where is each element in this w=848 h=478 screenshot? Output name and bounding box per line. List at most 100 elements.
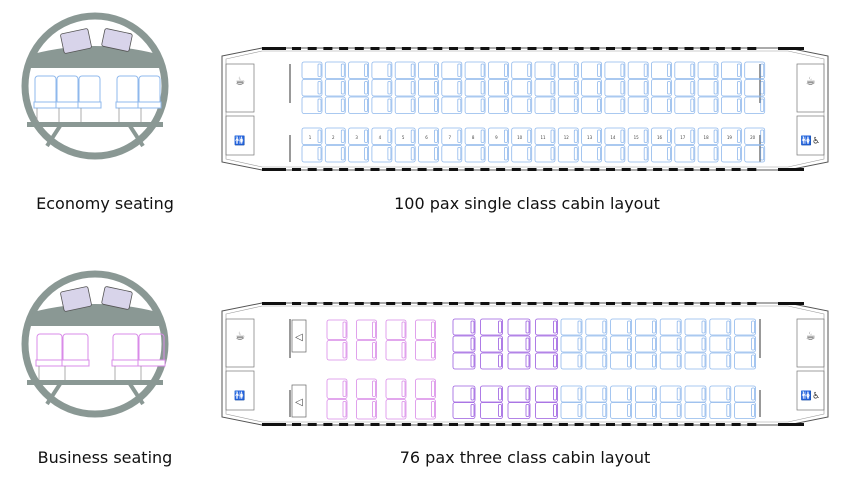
economy-seat: [464, 79, 486, 97]
seat-back: [401, 342, 406, 359]
floor: [27, 380, 163, 385]
three-class-layout-caption: 76 pax three class cabin layout: [399, 448, 651, 467]
seat-cushion: [418, 61, 439, 79]
seat-cushion: [585, 352, 608, 370]
window: [543, 423, 553, 426]
window: [684, 47, 694, 50]
seat-cushion: [441, 61, 463, 79]
seat-back: [726, 387, 731, 401]
economy-seat: [441, 145, 463, 163]
seat-back: [667, 63, 671, 77]
row-number: 3: [355, 135, 358, 140]
seat-cushion: [535, 318, 558, 336]
seat-cushion: [604, 79, 626, 97]
seat-back: [527, 98, 532, 112]
seat-cushion: [324, 127, 346, 145]
premium-seat: [535, 402, 558, 419]
seat-back: [713, 129, 718, 143]
seat-cushion: [324, 96, 346, 114]
seat-cushion: [371, 145, 393, 163]
wardrobe-box: [291, 319, 307, 353]
window: [354, 423, 364, 426]
economy-seat: [659, 318, 682, 336]
seat-back: [713, 98, 718, 112]
window: [323, 423, 333, 426]
seat-back: [676, 404, 681, 417]
seat-cushion: [560, 352, 583, 370]
seat-cushion: [627, 127, 649, 145]
seat-back: [527, 129, 532, 143]
seat-cushion: [441, 79, 463, 97]
window: [480, 168, 490, 171]
economy-seat: [581, 61, 602, 79]
seat-cushion: [137, 359, 166, 367]
seat-back: [652, 387, 656, 401]
seat-cushion: [581, 96, 602, 114]
economy-seat: [627, 145, 649, 163]
economy-seat: [659, 335, 682, 353]
business-seat: [415, 340, 436, 361]
window: [606, 168, 615, 171]
economy-seat: [557, 79, 579, 97]
cross-section-seat: [137, 75, 162, 122]
seat-cushion: [534, 145, 556, 163]
seat-back: [525, 320, 530, 334]
window: [715, 168, 725, 171]
economy-seat: [534, 127, 556, 145]
seat-back: [372, 380, 376, 397]
seat-back: [620, 81, 625, 95]
business-seat: [385, 319, 407, 340]
seat-back: [553, 320, 557, 334]
seat-back: [760, 129, 765, 143]
economy-seat: [511, 127, 533, 145]
door: [778, 168, 804, 171]
seat-cushion: [627, 79, 649, 97]
economy-seat: [394, 79, 416, 97]
window: [323, 47, 333, 50]
window: [574, 47, 584, 50]
accessible-lavatory-icon: 🚻♿: [801, 390, 820, 402]
seat-cushion: [709, 335, 732, 353]
wardrobe: ◁: [291, 384, 307, 418]
seat-cushion: [721, 145, 742, 163]
premium-seat: [480, 402, 503, 419]
seat-cushion: [326, 378, 348, 399]
seat-cushion: [535, 335, 558, 353]
seat-cushion: [507, 318, 531, 336]
seat-back: [667, 129, 671, 143]
seat-cushion: [385, 340, 407, 361]
door: [262, 47, 286, 50]
economy-seat: [697, 145, 719, 163]
window: [496, 423, 506, 426]
seat-back: [627, 354, 631, 368]
seat-back: [667, 98, 671, 112]
seat-back: [573, 63, 578, 77]
seat-back: [573, 81, 578, 95]
wardrobe-icon: ◁: [295, 332, 303, 343]
seat-cushion: [61, 359, 90, 367]
seat-cushion: [452, 402, 476, 419]
seat-back: [387, 98, 392, 112]
economy-seat: [651, 96, 672, 114]
seat-back: [602, 337, 607, 351]
seat-cushion: [635, 352, 657, 370]
seat-back: [401, 401, 406, 418]
seat-cushion: [385, 399, 407, 420]
window: [417, 302, 427, 305]
cross-section-seat: [35, 333, 64, 380]
economy-seat: [744, 145, 766, 163]
premium-seat: [452, 385, 476, 403]
seat-cushion: [651, 79, 672, 97]
economy-seat: [581, 96, 602, 114]
window: [747, 423, 757, 426]
economy-seat: [464, 127, 486, 145]
window: [386, 168, 396, 171]
economy-seat: [441, 61, 463, 79]
seat-back: [364, 98, 369, 112]
economy-seat: [697, 127, 719, 145]
seat-back: [602, 320, 607, 334]
window: [731, 302, 741, 305]
window: [511, 168, 521, 171]
wardrobe-icon: ◁: [295, 397, 303, 408]
